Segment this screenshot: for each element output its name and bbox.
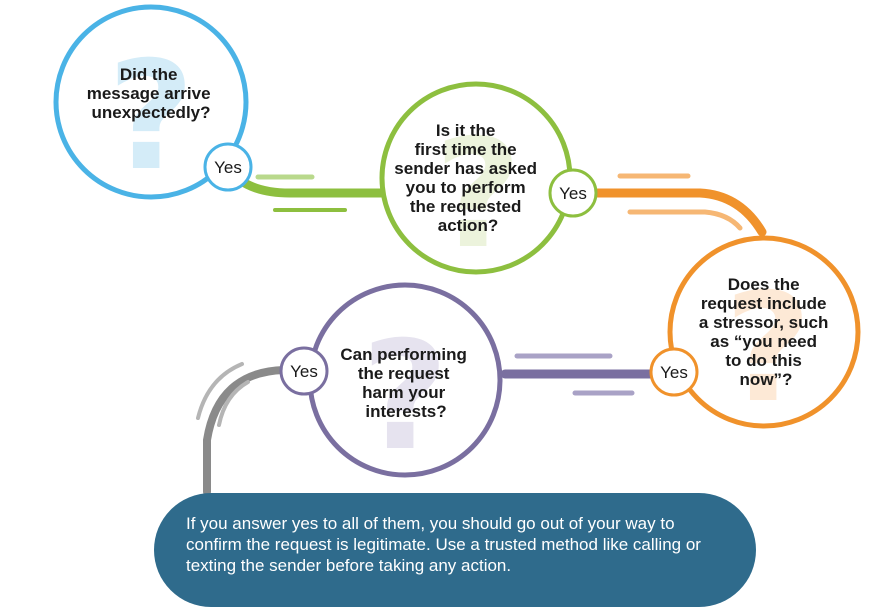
question-1: ? Did the message arrive unexpectedly? Y… [53, 4, 253, 204]
yes-badge-2: Yes [548, 168, 598, 218]
question-2: ? Is it the first time the sender has as… [379, 81, 598, 282]
connector-orange [591, 173, 767, 237]
question-1-text: Did the message arrive unexpectedly? [87, 65, 216, 122]
question-1-circle [53, 4, 249, 200]
question-mark-icon: ? [107, 30, 194, 204]
conclusion-text: If you answer yes to all of them, you sh… [186, 514, 701, 575]
yes-badge-2-label: Yes [559, 184, 587, 203]
connector-gray-loop [196, 362, 288, 496]
connector-green-main [235, 175, 388, 198]
connector-orange-main [591, 188, 767, 237]
yes-badge-3: Yes [649, 347, 699, 397]
question-3-circle [667, 235, 861, 429]
question-2-text: Is it the first time the sender has aske… [394, 121, 541, 235]
question-mark-icon: ? [361, 310, 448, 484]
question-3: ? Does the request include a stressor, s… [649, 235, 861, 436]
yes-badge-4: Yes [279, 346, 329, 396]
connector-orange-accent [627, 209, 743, 231]
question-4-text: Can performing the request harm your int… [340, 345, 471, 421]
conclusion-banner: If you answer yes to all of them, you sh… [154, 493, 756, 607]
connector-purple [500, 353, 660, 396]
connector-green [235, 174, 388, 212]
gray-loop-arc [203, 366, 288, 496]
gray-loop-accent [196, 362, 244, 420]
question-mark-icon: ? [724, 262, 811, 436]
yes-badge-3-label: Yes [660, 363, 688, 382]
question-3-text: Does the request include a stressor, suc… [699, 275, 833, 389]
yes-badge-1-label: Yes [214, 158, 242, 177]
gray-loop-accent [217, 380, 250, 427]
question-4: ? Can performing the request harm your i… [279, 282, 503, 484]
yes-badge-1: Yes [203, 142, 253, 192]
question-mark-icon: ? [434, 108, 521, 282]
yes-badge-4-label: Yes [290, 362, 318, 381]
